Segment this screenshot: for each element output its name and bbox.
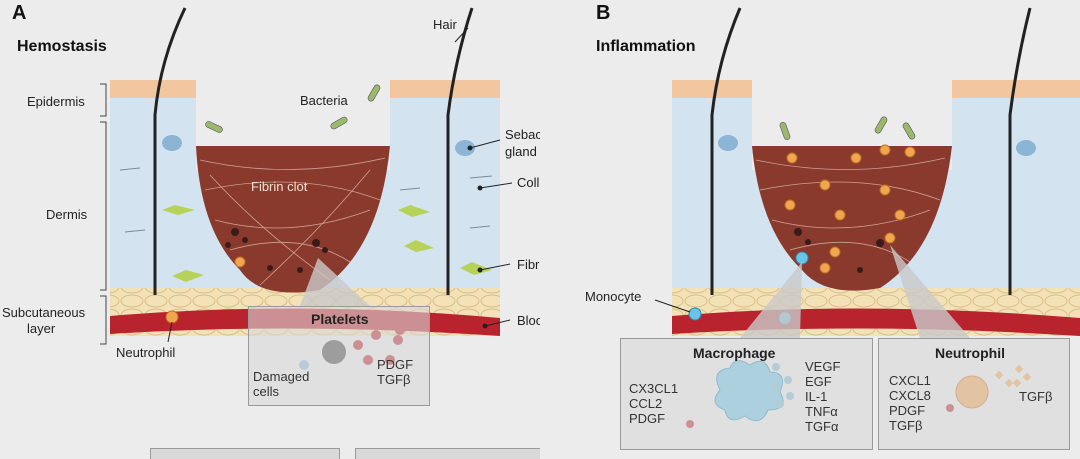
panel-letter: A bbox=[12, 2, 27, 24]
label-fibroblast: Fibroblast bbox=[517, 257, 540, 272]
neutrophil-left-factors: CXCL1 CXCL8 PDGF TGFβ bbox=[889, 373, 931, 433]
hair-right bbox=[446, 7, 474, 295]
label-neutrophil: Neutrophil bbox=[116, 345, 176, 360]
factor-tgfb-n: TGFβ bbox=[889, 418, 923, 433]
label-bacteria: Bacteria bbox=[300, 93, 348, 108]
label-gland: gland bbox=[505, 144, 537, 159]
label-fibrin-clot: Fibrin clot bbox=[251, 179, 308, 194]
label-monocyte: Monocyte bbox=[585, 289, 642, 304]
label-blood-vessel: Blood vessel bbox=[517, 313, 540, 328]
factor-tgfb: TGFβ bbox=[377, 372, 411, 387]
hair-left bbox=[153, 7, 187, 295]
factor-vegf: VEGF bbox=[805, 359, 841, 374]
panel-title-b: Inflammation bbox=[596, 38, 696, 55]
fibrin-clot bbox=[196, 146, 390, 293]
panel-inflammation: B Inflammation Monocyte Macrophage CX3CL… bbox=[540, 0, 1080, 459]
panel-hemostasis: A Hemostasis Hair Bacteria Sebaceous gla… bbox=[2, 2, 540, 459]
platelets-title: Platelets bbox=[311, 311, 369, 327]
bottom-tab-1 bbox=[150, 448, 340, 459]
factor-pdgf-n: PDGF bbox=[889, 403, 926, 418]
panel-title: Hemostasis bbox=[17, 38, 107, 55]
sebaceous-gland-right bbox=[455, 140, 475, 156]
label-hair: Hair bbox=[433, 17, 457, 32]
factor-egf: EGF bbox=[805, 374, 832, 389]
macrophage-title: Macrophage bbox=[693, 345, 776, 361]
platelets-box: Platelets Damaged cells PDGF TGFβ bbox=[248, 306, 430, 406]
factor-cxcl8: CXCL8 bbox=[889, 388, 931, 403]
factor-pdgf: PDGF bbox=[629, 411, 666, 426]
factor-tnfa: TNFα bbox=[805, 404, 838, 419]
label-subcutaneous: Subcutaneous bbox=[2, 305, 86, 320]
label-sebaceous: Sebaceous bbox=[505, 127, 540, 142]
panel-letter-b: B bbox=[596, 2, 611, 24]
neutrophil-right-factor: TGFβ bbox=[1019, 389, 1053, 404]
macrophage-box: Macrophage CX3CL1 CCL2 PDGF VEGF EGF IL-… bbox=[620, 338, 873, 450]
factor-ccl2: CCL2 bbox=[629, 396, 663, 411]
macrophage-left-factors: CX3CL1 CCL2 PDGF bbox=[629, 381, 678, 426]
platelet-factors: PDGF TGFβ bbox=[377, 357, 413, 387]
factor-tgfa: TGFα bbox=[805, 419, 839, 434]
epidermis-left bbox=[110, 80, 196, 98]
factor-cxcl1: CXCL1 bbox=[889, 373, 931, 388]
label-collagen: Collagen bbox=[517, 175, 540, 190]
epidermis-right bbox=[390, 80, 500, 98]
factor-pdgf: PDGF bbox=[377, 357, 414, 372]
neutrophil-title: Neutrophil bbox=[935, 345, 1005, 361]
damaged-cells-line1: Damaged bbox=[253, 369, 310, 384]
damaged-cells-line2: cells bbox=[253, 384, 280, 399]
factor-cx3cl1: CX3CL1 bbox=[629, 381, 679, 396]
macrophage-right-factors: VEGF EGF IL-1 TNFα TGFα bbox=[805, 359, 840, 434]
sebaceous-gland-left bbox=[162, 135, 182, 151]
label-epidermis: Epidermis bbox=[27, 94, 85, 109]
label-dermis: Dermis bbox=[46, 207, 88, 222]
damaged-cells-label: Damaged cells bbox=[253, 369, 309, 399]
label-layer: layer bbox=[27, 321, 56, 336]
factor-il1: IL-1 bbox=[805, 389, 828, 404]
neutrophil-box: Neutrophil CXCL1 CXCL8 PDGF TGFβ TGFβ bbox=[878, 338, 1070, 450]
bottom-tab-2 bbox=[355, 448, 540, 459]
